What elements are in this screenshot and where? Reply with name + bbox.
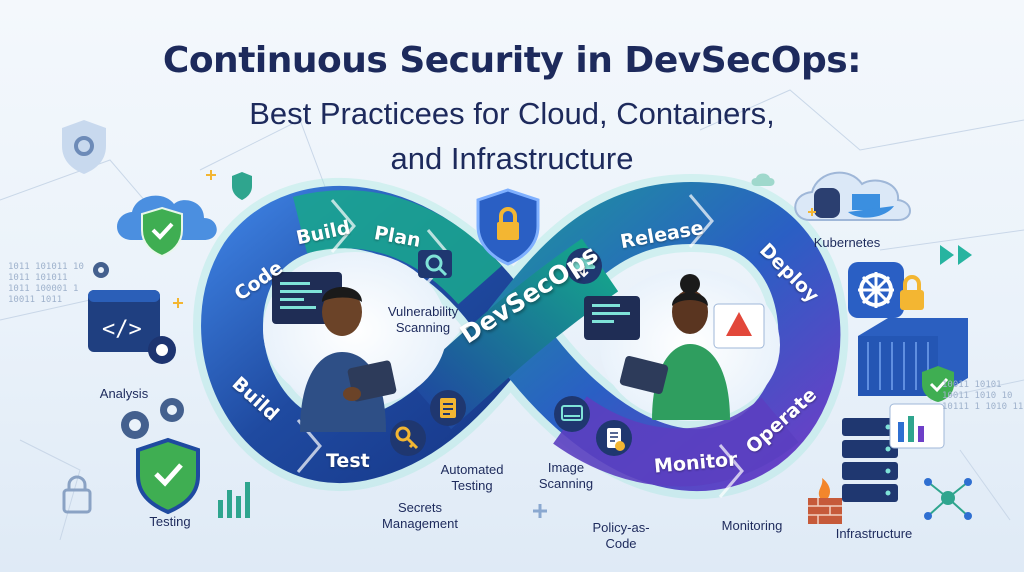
svg-text:</>: </> [102,317,142,342]
cloud-download-icon [566,248,602,284]
binary-line: 10011 1011 [8,295,63,305]
binary-line: 1011 101011 10 [8,262,84,272]
shield-gear-icon [62,120,106,174]
label-policy-as-code: Policy-as-Code [592,520,650,551]
developer-illustration [272,272,397,432]
code-window-icon: </> [88,290,176,364]
shield-lock-icon [476,188,540,266]
binary-line: 1011 100001 1 [8,284,79,294]
kubernetes-icon [848,262,924,318]
firewall-icon [808,478,842,524]
label-monitoring: Monitoring [721,518,783,533]
testing-shield-icon [136,437,200,515]
small-shield-icon [232,172,252,200]
label-analysis: Analysis [99,386,149,401]
label-infrastructure: Infrastructure [835,526,913,541]
sparkle-icons [173,170,816,308]
checklist-icon [430,390,466,426]
gear-icon [93,262,184,439]
bar-chart-icon [218,482,250,518]
vulnerability-scan-icon [418,250,452,278]
chevrons-icon [940,245,972,265]
key-icon [390,420,426,456]
binary-line: 10011 10101 [942,380,1002,390]
label-kubernetes: Kubernetes [813,235,881,250]
small-cloud-icon [751,173,775,186]
binary-right: 10011 10101 10011 1010 10 10111 1 1010 1… [942,380,1023,413]
label-testing: Testing [149,514,191,529]
lock-icon [62,475,92,514]
operator-illustration [584,274,765,420]
page-subtitle-line-2: and Infrastructure [390,141,634,176]
binary-left: 1011 101011 10 1011 101011 1011 100001 1… [8,262,84,306]
label-secrets-management: Secrets Management [382,500,458,531]
segment-test: Test [326,450,370,472]
page-title: Continuous Security in DevSecOps: [162,40,862,81]
cloud-shield-icon [117,195,217,258]
label-image-scanning: Image Scanning [538,460,594,491]
policy-doc-icon [596,420,632,456]
binary-line: 10011 1010 10 [942,391,1013,401]
label-vulnerability-scanning: Vulnerability Scanning [387,304,459,335]
image-scan-icon [554,396,590,432]
server-rack-icon [842,403,945,502]
page-subtitle-line-1: Best Practicees for Cloud, Containers, [249,96,775,131]
cloud-container-icon [794,171,911,221]
binary-line: 1011 101011 [8,273,68,283]
binary-line: 10111 1 1010 11 [942,402,1024,412]
plus-icon [533,504,547,518]
network-node-icon [924,478,972,520]
label-automated-testing: Automated Testing [440,462,504,493]
container-icon [858,318,968,402]
